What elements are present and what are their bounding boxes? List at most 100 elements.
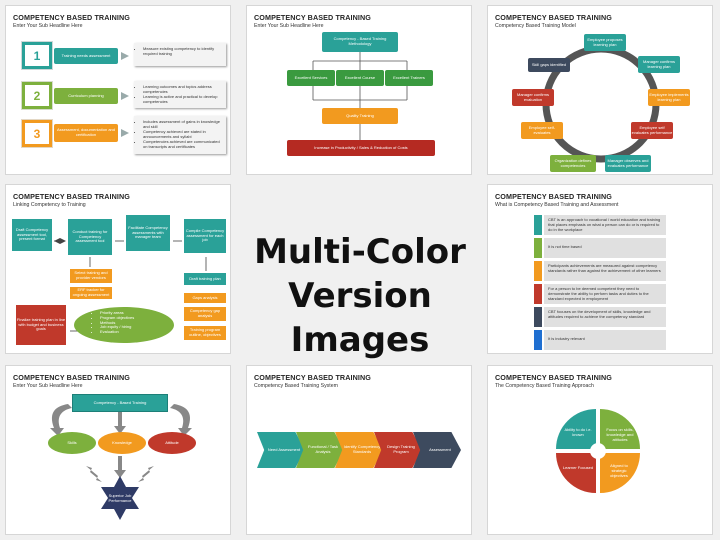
row-label-text: Curriculum planning (68, 92, 104, 98)
slide-subtitle: The Competency Based Training Approach (495, 383, 594, 389)
number-label: 2 (33, 88, 41, 103)
step-program-outline: Training program outline, objectives (184, 326, 226, 340)
slide-title: COMPETENCY BASED TRAINING (13, 373, 130, 382)
item-5: CBT focuses on the development of skills… (544, 307, 666, 327)
approach-circle (556, 409, 640, 493)
row-label-1: Training needs assessment (54, 48, 118, 64)
oval-item: Program objectives (100, 315, 154, 321)
oval-list: Priority areas Program objectives Method… (94, 310, 154, 341)
slide-thumbnail-4[interactable]: COMPETENCY BASED TRAINING Linking Compet… (5, 184, 231, 354)
services-box: Excellent Services (287, 70, 335, 86)
chevron-4: Design Training Program (374, 432, 422, 468)
slide-title: COMPETENCY BASED TRAINING (13, 192, 130, 201)
step-draft: Draft Competency assessment tool, presen… (12, 219, 52, 251)
headline-line-1: Multi-Color (254, 232, 466, 272)
tag-green (534, 238, 542, 258)
tag-blue (534, 330, 542, 350)
cycle-node-4: Employee self evaluates performance (631, 122, 673, 139)
slide-subtitle: What is Competency Based Training and As… (495, 202, 619, 208)
slide-thumbnail-5[interactable]: COMPETENCY BASED TRAINING What is Compet… (487, 184, 713, 354)
slide-subtitle: Enter Your Sub Headline Here (13, 383, 83, 389)
number-box-2: 2 (22, 82, 52, 109)
number-label: 3 (33, 126, 41, 141)
quality-box: Quality Training (322, 108, 398, 124)
step-erf-tracker: ERF tracker for ongoing assessment (70, 287, 112, 299)
slide-thumbnail-2[interactable]: COMPETENCY BASED TRAINING Enter Your Sub… (246, 5, 472, 175)
bullet-box-3: Includes assessment of gains in knowledg… (134, 116, 226, 154)
arrow-icon (121, 92, 129, 100)
item-3: Participants achievements are measured a… (544, 261, 666, 281)
methodology-connectors (312, 52, 408, 140)
step-gaps-analysis: Gaps analysis (184, 293, 226, 303)
row-label-2: Curriculum planning (54, 88, 118, 104)
number-label: 1 (33, 48, 41, 63)
cycle-node-6: Organization defines competencies (550, 155, 596, 172)
cbt-top-box: Competency - Based Training (72, 394, 168, 412)
methodology-box: Competency - Based Training Methodology (322, 32, 398, 52)
flow-arrows (54, 238, 207, 343)
slide-thumbnail-6[interactable]: COMPETENCY BASED TRAINING Enter Your Sub… (5, 365, 231, 535)
oval-item: Evaluation (100, 329, 154, 335)
course-box: Excellent Course (336, 70, 384, 86)
arrow-icon (121, 52, 129, 60)
item-6: It is industry relevant (544, 330, 666, 350)
headline: Multi-Color Version Images (240, 230, 480, 362)
cycle-node-2: Manager confirms learning plan (638, 56, 680, 73)
bullet: Learning is active and practical to deve… (143, 94, 223, 104)
slide-subtitle: Competency Based Training System (254, 383, 338, 389)
skills-oval: Skills (48, 432, 96, 454)
row-label-text: Training needs assessment (61, 52, 111, 58)
slide-title: COMPETENCY BASED TRAINING (495, 373, 612, 382)
chevron-3: Identify Competency Standards (335, 432, 383, 468)
chevron-1: Need Assessment (257, 432, 305, 468)
cycle-node-9: Skill gaps identified (528, 58, 570, 72)
step-gap-analysis: Competency gap analysis (184, 307, 226, 321)
star-label: Superior Job Performance (108, 493, 132, 503)
oval-item: Methods (100, 320, 154, 326)
cycle-node-5: Manager observes and evaluates performan… (605, 155, 651, 172)
quadrant-2: Focus on skills, knowledge and attitudes (606, 427, 634, 442)
attitude-oval: Attitude (148, 432, 196, 454)
slide-thumbnail-7[interactable]: COMPETENCY BASED TRAINING Competency Bas… (246, 365, 472, 535)
slide-title: COMPETENCY BASED TRAINING (254, 373, 371, 382)
bullet: Competency achieved are stated in announ… (143, 129, 223, 139)
tag-red (534, 284, 542, 304)
tag-teal (534, 215, 542, 235)
cycle-node-7: Employee self-evaluates (521, 122, 563, 139)
bullet-box-2: Learning outcomes and topics address com… (134, 81, 226, 108)
chevron-5: Assessment (413, 432, 461, 468)
arrow-icon (121, 129, 129, 137)
slide-thumbnail-3[interactable]: COMPETENCY BASED TRAINING Competency Bas… (487, 5, 713, 175)
slide-title: COMPETENCY BASED TRAINING (254, 13, 371, 22)
number-box-1: 1 (22, 42, 52, 69)
row-label-3: Assessment, documentation and certificat… (54, 124, 118, 142)
headline-line-2: Version Images (288, 276, 432, 360)
row-label-text: Assessment, documentation and certificat… (56, 127, 116, 137)
step-facilitate: Facilitate Competency assessments with m… (126, 215, 170, 251)
number-box-3: 3 (22, 120, 52, 147)
item-4: For a person to be deemed competent they… (544, 284, 666, 304)
quadrant-4: Learner Focused (562, 465, 594, 470)
step-conduct: Conduct training for Competency assessme… (68, 219, 112, 255)
bullet-box-1: Measure existing competency to identify … (134, 43, 226, 66)
slide-title: COMPETENCY BASED TRAINING (13, 13, 130, 22)
tag-orange (534, 261, 542, 281)
star-diagram (50, 404, 192, 520)
slide-thumbnail-8[interactable]: COMPETENCY BASED TRAINING The Competency… (487, 365, 713, 535)
step-select-vendors: Select training and provider vendors (70, 269, 112, 283)
slide-subtitle: Enter Your Sub Headline Here (13, 23, 83, 29)
slide-thumbnail-1[interactable]: COMPETENCY BASED TRAINING Enter Your Sub… (5, 5, 231, 175)
slide-subtitle: Linking Competency to Training (13, 202, 86, 208)
bullet: Includes assessment of gains in knowledg… (143, 119, 223, 129)
item-2: It is not time based (544, 238, 666, 258)
bullet: Measure existing competency to identify … (143, 46, 223, 56)
slide-subtitle: Enter Your Sub Headline Here (254, 23, 324, 29)
step-compile: Compile Competency assessment for each j… (184, 219, 226, 253)
cycle-node-3: Employee implements learning plan (648, 89, 690, 106)
item-1: CBT is an approach to vocational / world… (544, 215, 666, 235)
productivity-box: Increase in Productivity / Sales & Reduc… (287, 140, 435, 156)
cycle-node-1: Employee proposes learning plan (584, 34, 626, 51)
quadrant-3: Aligned to strategic objectives (610, 463, 628, 478)
bullet: Competencies achieved are communicated o… (143, 139, 223, 149)
trainers-box: Excellent Trainers (385, 70, 433, 86)
